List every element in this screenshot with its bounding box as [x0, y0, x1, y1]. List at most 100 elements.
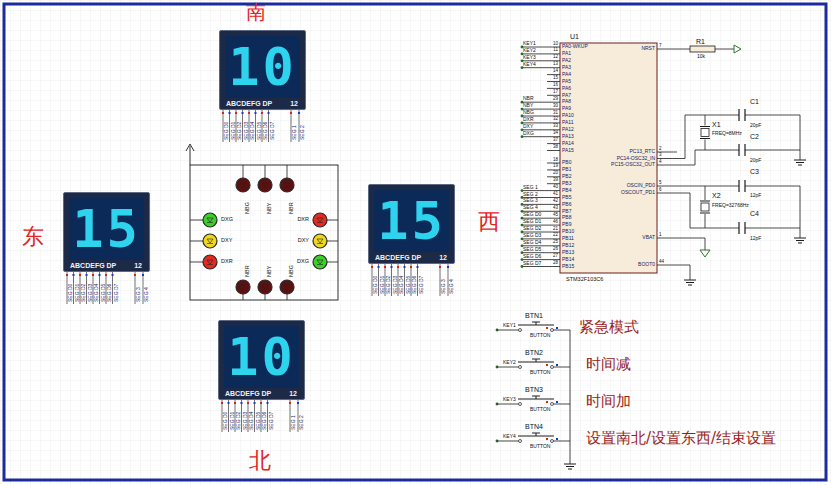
wire [287, 294, 288, 300]
pin-number: 2 [659, 147, 662, 152]
display-digits: 10 [225, 36, 300, 98]
pin-state [417, 266, 419, 268]
junction-dot [521, 122, 524, 125]
wire [284, 187, 290, 188]
pin-label: SEG D0 [223, 412, 228, 430]
net-label: DXR [523, 117, 534, 122]
diode-glyph [284, 183, 290, 187]
wire [738, 109, 739, 121]
pin-label: SEG D1 [230, 412, 235, 430]
button-contact [551, 366, 554, 369]
wire [657, 165, 677, 166]
pin-label: SEG D1 [380, 276, 385, 294]
pin-state [242, 112, 244, 114]
pin-label: SEG D5 [257, 122, 262, 140]
junction-dot [521, 66, 524, 69]
pin-label: PA9 [562, 106, 571, 111]
pin-state [546, 438, 548, 440]
pin-label: PA15 [562, 148, 574, 153]
wire [532, 322, 540, 323]
button-label: BUTTON [530, 407, 550, 412]
pin-state [546, 401, 548, 403]
crystal-symbol [701, 129, 709, 137]
wire [391, 264, 392, 296]
wire [566, 466, 574, 467]
wire [570, 330, 571, 464]
wire [798, 165, 802, 166]
pin-state [235, 112, 237, 114]
pin-state [556, 327, 558, 329]
net-label: SEG D7 [523, 261, 541, 266]
pin-state [255, 112, 257, 114]
wire [254, 400, 255, 432]
wire [554, 330, 571, 331]
component-label: R1 [696, 38, 705, 45]
led-label: DXY [298, 238, 309, 244]
pin-number: 5 [659, 181, 662, 186]
led-symbol [203, 255, 217, 269]
wire [677, 49, 690, 50]
junction-dot [521, 251, 524, 254]
wire [564, 464, 576, 465]
pin-number: 46 [553, 220, 558, 225]
wire [677, 238, 705, 250]
wire [657, 238, 677, 239]
pin-label: PB15 [562, 264, 574, 269]
pin-number: 41 [553, 192, 558, 197]
diode-glyph [317, 260, 323, 264]
pin-state [546, 364, 548, 366]
diode-glyph [207, 260, 213, 264]
pin-label: SEG D4 [250, 122, 255, 140]
display-digits: 15 [69, 198, 144, 260]
net-label: SEG D0 [523, 212, 541, 217]
wire [677, 115, 739, 159]
led-symbol [203, 213, 217, 227]
net-label: KEY2 [523, 48, 536, 53]
net-label: DXY [523, 124, 533, 129]
wire [86, 272, 87, 304]
component-label: C2 [750, 133, 759, 140]
pin-number: 25 [553, 240, 558, 245]
wire [700, 201, 710, 202]
net-label: SEG D3 [523, 233, 541, 238]
pin-state [92, 274, 94, 276]
pin-label: SEG 4 [144, 287, 149, 302]
pin-number: 39 [553, 178, 558, 183]
pin-state [289, 402, 291, 404]
wire [547, 169, 560, 170]
crystal-symbol [701, 203, 709, 211]
pin-state [99, 274, 101, 276]
pin-label: SEG D5 [406, 276, 411, 294]
junction-dot [521, 46, 524, 49]
wire [677, 193, 739, 228]
wire [547, 88, 560, 89]
pin-number: 32 [553, 117, 558, 122]
pin-label: SEG D1 [231, 122, 236, 140]
junction-dot [521, 53, 524, 56]
wire [738, 222, 739, 234]
wire [657, 49, 677, 50]
wire [522, 67, 560, 68]
pin-label: PA13 [562, 134, 574, 139]
direction-label: 南 [246, 2, 266, 22]
pin-number: 10 [553, 42, 558, 47]
diode-glyph [207, 239, 213, 243]
pin-state [290, 112, 292, 114]
function-label: 时间减 [586, 357, 631, 372]
wire [327, 241, 338, 242]
button-contact [519, 366, 522, 369]
pin-label: PA3 [562, 65, 571, 70]
pin-number: 40 [553, 185, 558, 190]
wire [262, 289, 268, 290]
digit-count: 12 [290, 100, 298, 107]
led-label: NBY [267, 266, 273, 277]
wire [688, 285, 692, 286]
diode-glyph [262, 183, 268, 187]
led-label: DXY [221, 238, 232, 244]
wire [242, 110, 243, 142]
pin-state [247, 402, 249, 404]
button-label: BTN2 [525, 349, 543, 356]
wire [568, 469, 572, 470]
direction-label: 北 [249, 450, 271, 472]
wire [287, 165, 288, 178]
